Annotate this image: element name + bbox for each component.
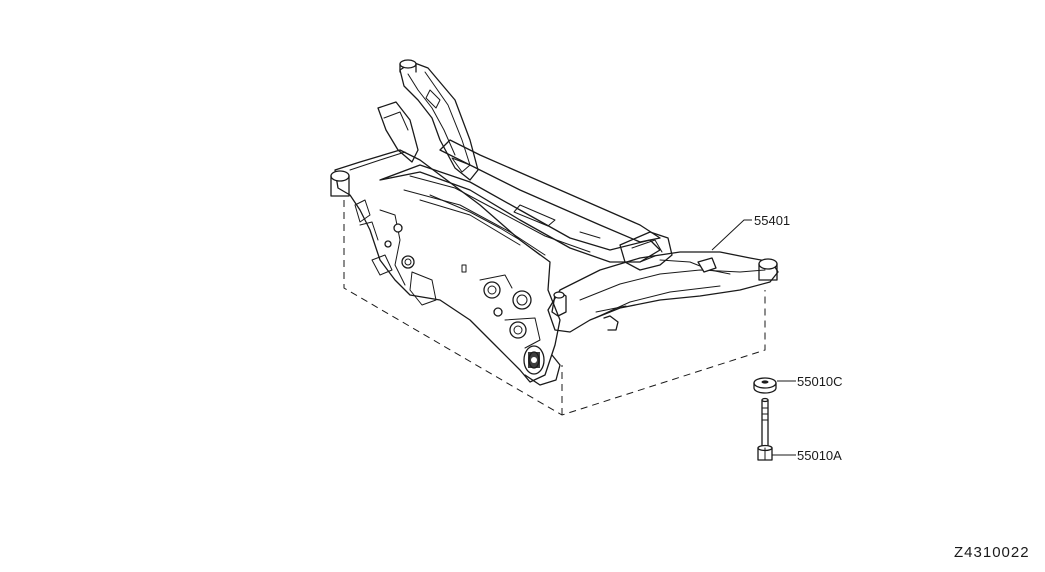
part-number-55010c: 55010C: [797, 374, 843, 389]
bolt-55010a: [757, 397, 773, 461]
subframe-illustration: [330, 59, 779, 386]
part-number-55010a: 55010A: [797, 448, 842, 463]
part-number-55401: 55401: [754, 213, 790, 228]
leader-lines: [711, 219, 796, 456]
diagram-reference-code: Z4310022: [954, 544, 1030, 561]
installation-outline: [343, 200, 766, 416]
washer-55010c: [753, 377, 777, 394]
